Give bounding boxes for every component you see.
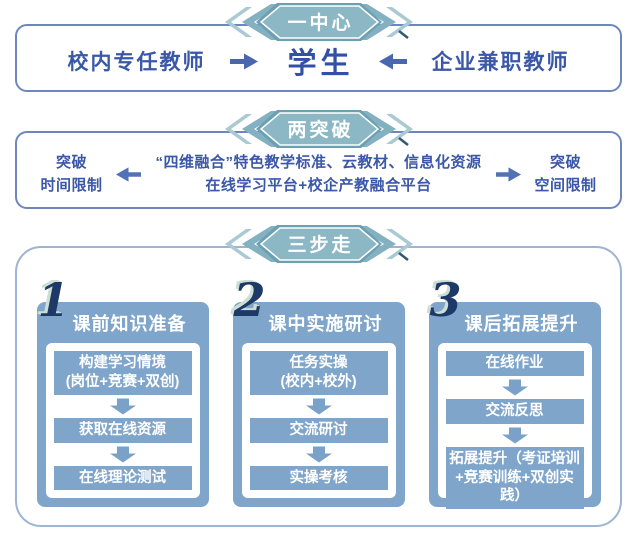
- break-space-label: 突破 空间限制: [534, 153, 597, 194]
- arrow-left-icon: [378, 53, 407, 69]
- step-box: 在线理论测试: [53, 465, 192, 491]
- section-three-panel: 1 课前知识准备 构建学习情境 (岗位+竞赛+双创) 获取在线资源 在线理论测试…: [15, 246, 622, 527]
- step-number: 2: [233, 273, 266, 327]
- section-two-row: 突破 时间限制 “四维融合”特色教学标准、云教材、信息化资源 在线学习平台+校企…: [17, 133, 620, 207]
- section-one-badge: 一中心: [223, 3, 415, 41]
- arrow-down-icon: [501, 379, 528, 396]
- arrow-down-icon: [109, 446, 136, 463]
- step-box: 拓展提升（考证培训+竞赛训练+双创实践）: [445, 446, 584, 510]
- step-number: 3: [429, 273, 462, 327]
- arrow-right-icon: [230, 53, 259, 69]
- section-three-badge: 三步走: [223, 225, 415, 263]
- step-box: 实操考核: [249, 465, 388, 491]
- step-box: 获取在线资源: [53, 417, 192, 443]
- ribbon-banner-icon: [225, 225, 413, 263]
- badge-label: 两突破: [287, 120, 354, 141]
- column-body: 任务实操 (校内+校外) 交流研讨 实操考核: [241, 343, 396, 498]
- platform-description-label: “四维融合”特色教学标准、云教材、信息化资源 在线学习平台+校企产教融合平台: [155, 153, 482, 194]
- column-before-class: 1 课前知识准备 构建学习情境 (岗位+竞赛+双创) 获取在线资源 在线理论测试: [36, 277, 209, 507]
- break-time-label: 突破 时间限制: [40, 153, 103, 194]
- column-title: 课后拓展提升: [464, 313, 579, 334]
- section-one-row: 校内专任教师 学生 企业兼职教师: [17, 26, 620, 90]
- column-title: 课前知识准备: [72, 313, 187, 334]
- column-body: 在线作业 交流反思 拓展提升（考证培训+竞赛训练+双创实践）: [437, 343, 592, 510]
- arrow-down-icon: [305, 446, 332, 463]
- step-number: 1: [37, 273, 70, 327]
- column-body: 构建学习情境 (岗位+竞赛+双创) 获取在线资源 在线理论测试: [45, 343, 200, 498]
- step-box: 构建学习情境 (岗位+竞赛+双创): [53, 351, 192, 395]
- step-box: 交流反思: [445, 398, 584, 424]
- step-box: 交流研讨: [249, 417, 388, 443]
- arrow-right-icon: [495, 166, 521, 182]
- column-during-class: 2 课中实施研讨 任务实操 (校内+校外) 交流研讨 实操考核: [232, 277, 405, 507]
- column-after-class: 3 课后拓展提升 在线作业 交流反思 拓展提升（考证培训+竞赛训练+双创实践）: [428, 277, 601, 510]
- arrow-down-icon: [109, 398, 136, 415]
- ribbon-banner-icon: [225, 3, 413, 41]
- school-teacher-label: 校内专任教师: [67, 51, 206, 74]
- section-two-badge: 两突破: [223, 110, 415, 148]
- student-label: 学生: [287, 48, 354, 80]
- step-box: 任务实操 (校内+校外): [249, 351, 388, 395]
- step-columns: 1 课前知识准备 构建学习情境 (岗位+竞赛+双创) 获取在线资源 在线理论测试…: [17, 277, 620, 510]
- arrow-left-icon: [116, 166, 142, 182]
- enterprise-teacher-label: 企业兼职教师: [431, 51, 570, 74]
- column-title: 课中实施研讨: [268, 313, 383, 334]
- ribbon-banner-icon: [225, 110, 413, 148]
- badge-label: 三步走: [287, 235, 354, 256]
- arrow-down-icon: [305, 398, 332, 415]
- badge-label: 一中心: [287, 13, 354, 34]
- arrow-down-icon: [501, 427, 528, 444]
- step-box: 在线作业: [445, 351, 584, 376]
